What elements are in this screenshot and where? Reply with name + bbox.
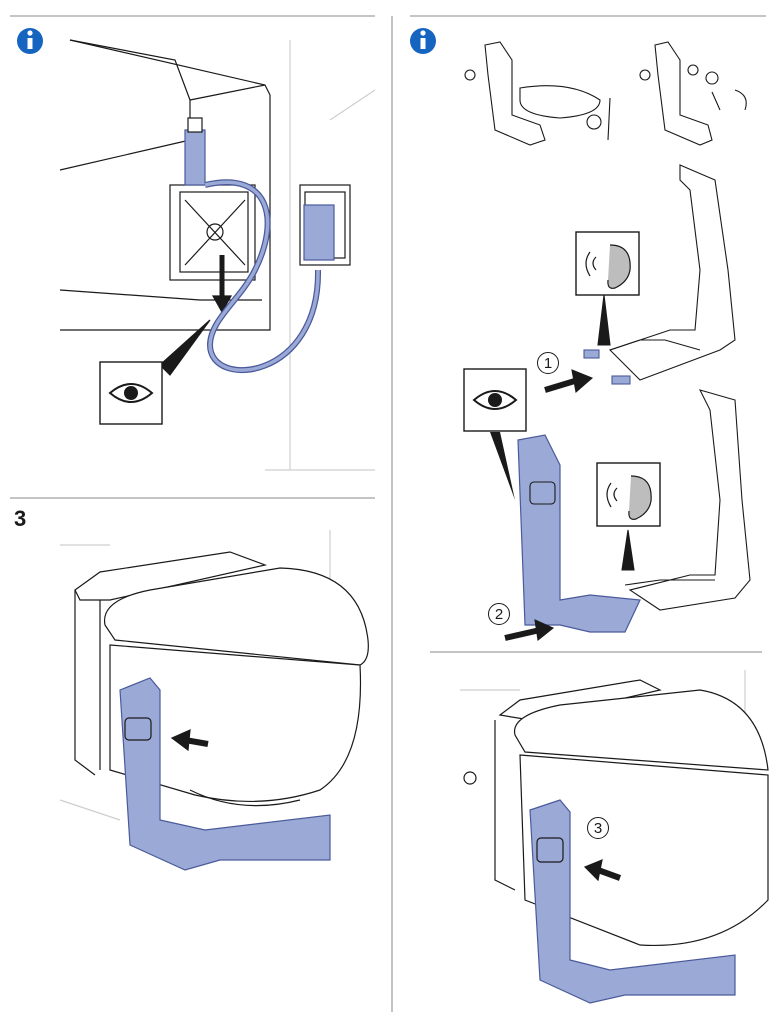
ear-icon	[597, 463, 660, 526]
bracket-upper	[545, 165, 735, 392]
info-icon	[17, 28, 43, 54]
parts-overview	[465, 42, 746, 145]
eye-icon	[464, 369, 526, 500]
info-icon	[410, 28, 436, 54]
toilet-bracket-fitted-illustration	[460, 670, 768, 1003]
step-number: 3	[14, 508, 26, 530]
callout-3: 3	[587, 817, 609, 839]
toilet-mounting-illustration	[60, 530, 368, 870]
callout-2: 2	[488, 603, 510, 625]
callout-1: 1	[537, 352, 559, 374]
ear-icon	[576, 232, 639, 295]
eye-icon	[100, 362, 162, 424]
